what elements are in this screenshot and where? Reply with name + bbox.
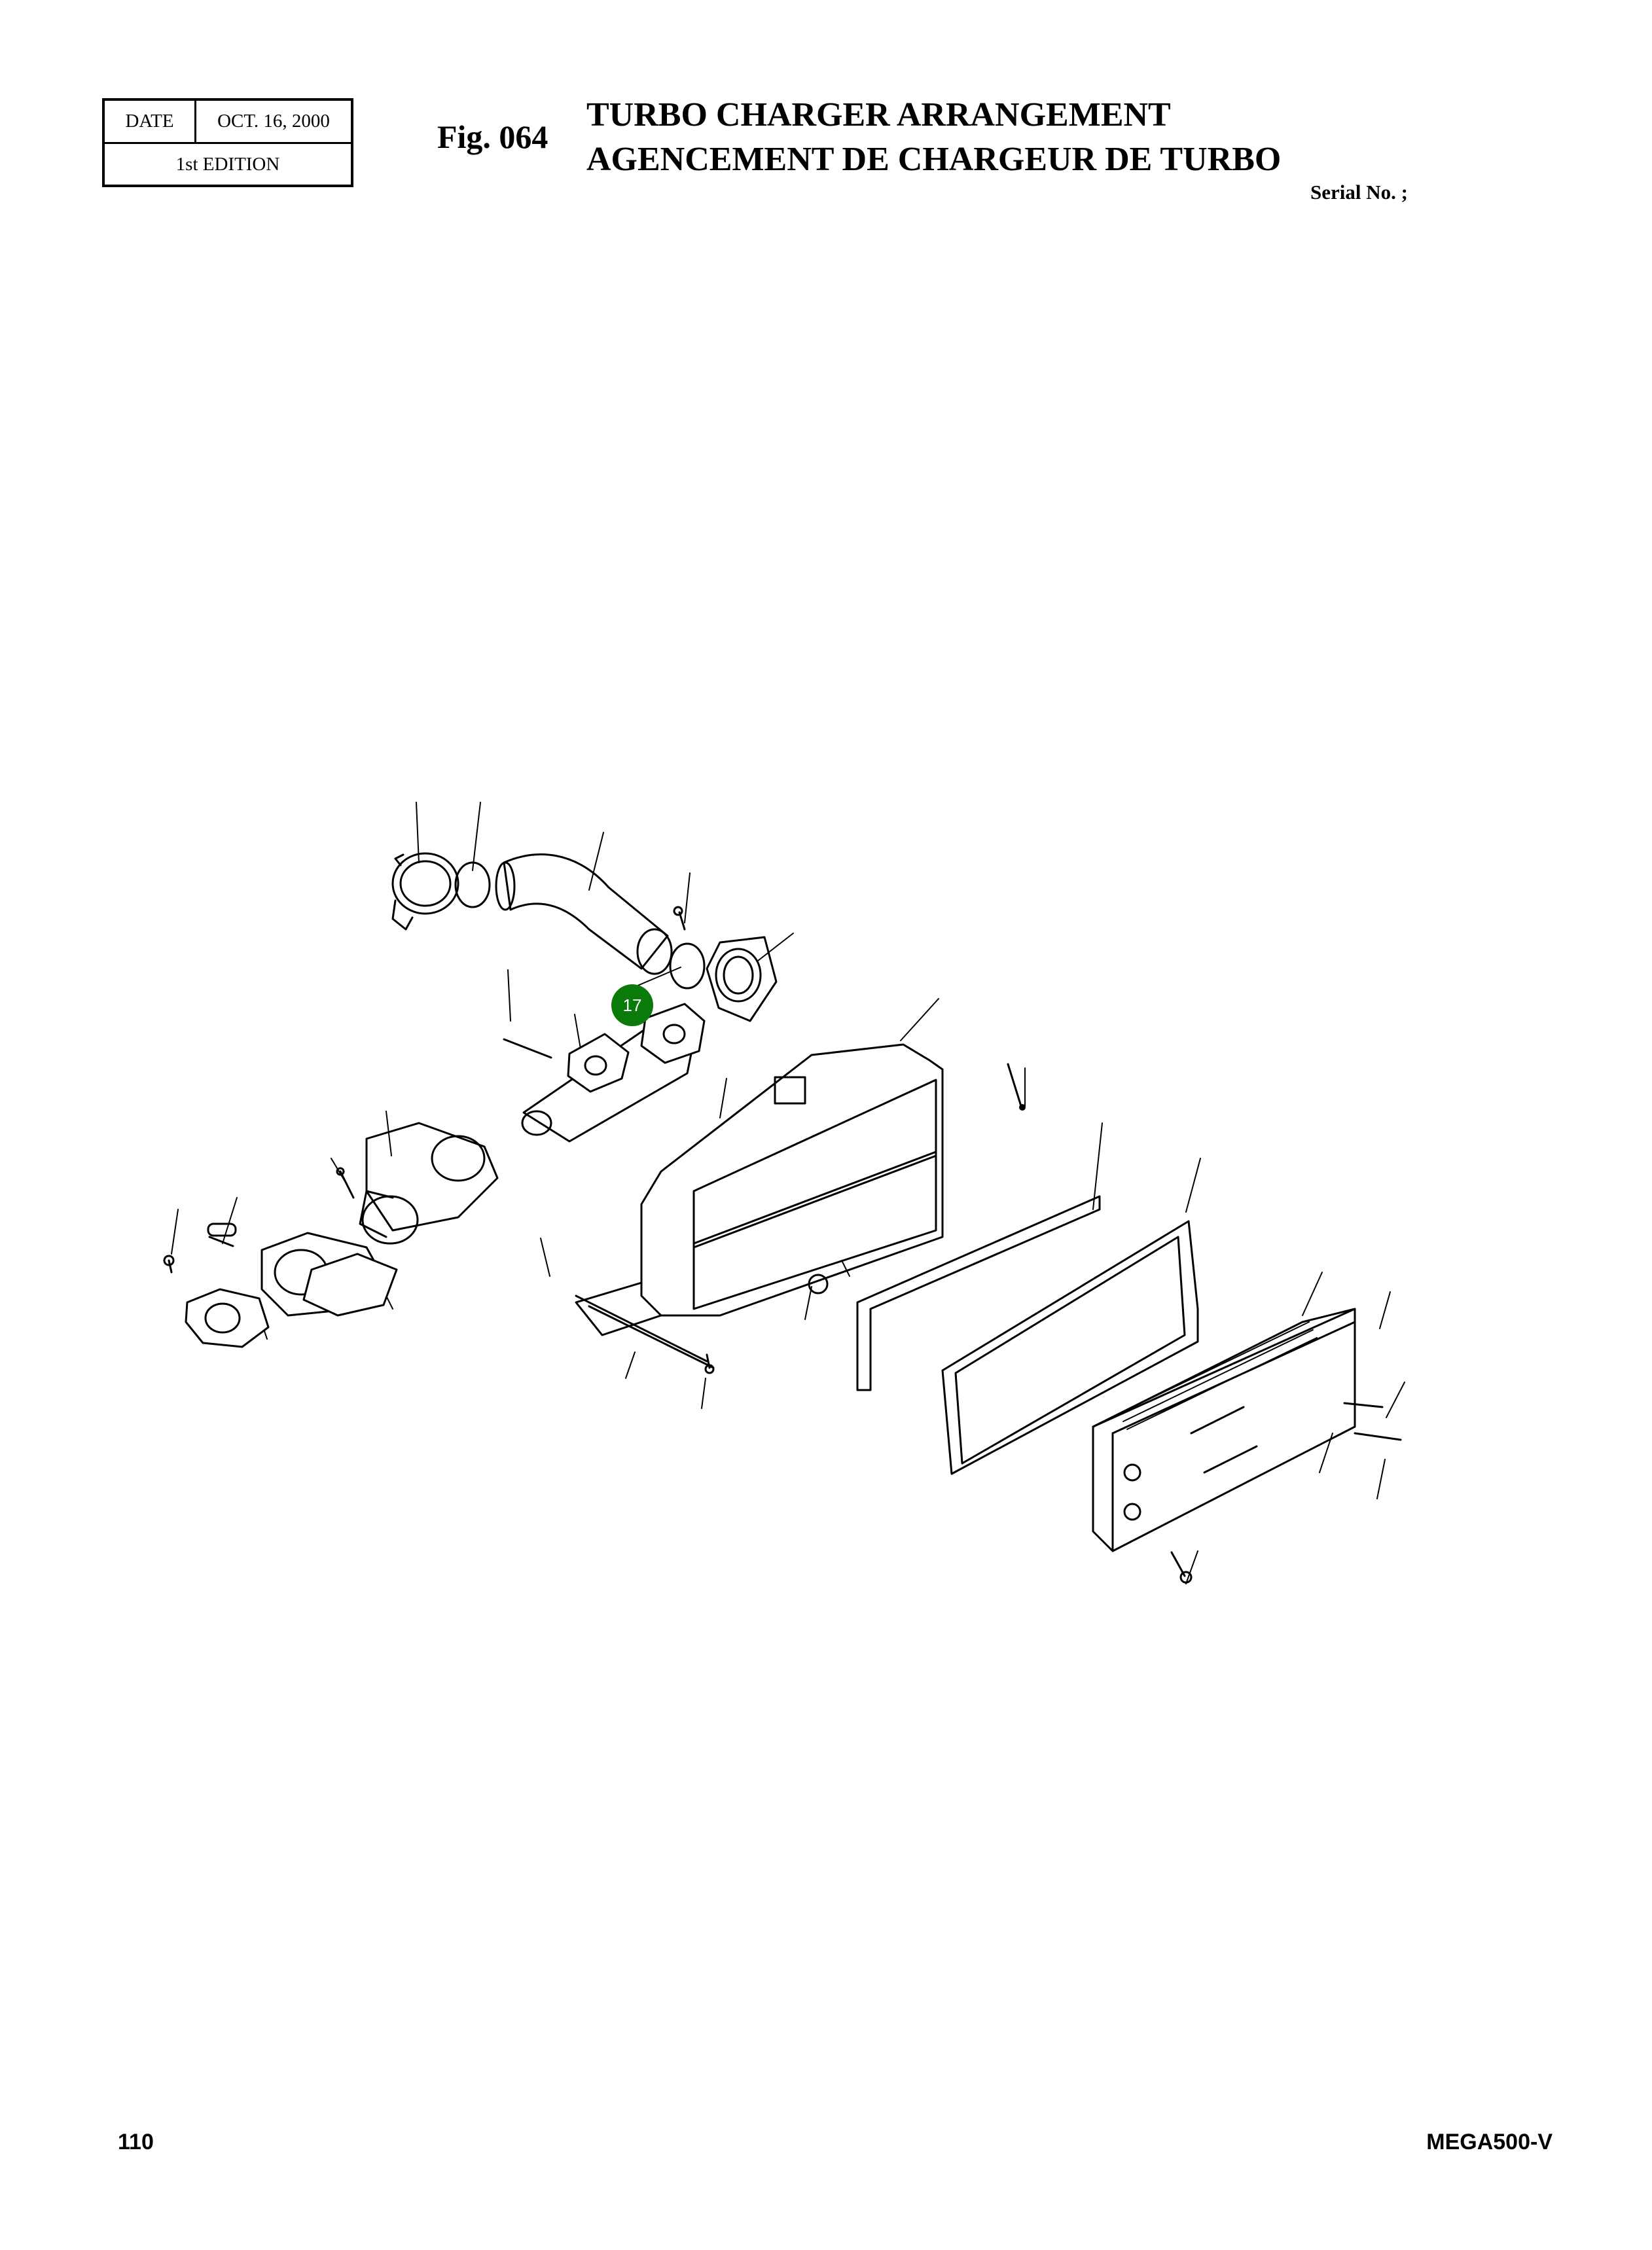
exhaust-elbow: [504, 1004, 704, 1141]
housing-gasket: [857, 1196, 1100, 1390]
date-label: DATE: [105, 101, 196, 142]
serial-number-label: Serial No. ;: [1310, 181, 1408, 204]
figure-number: Fig. 064: [437, 118, 548, 155]
date-row: DATE OCT. 16, 2000: [105, 101, 351, 144]
hose-clamp: [393, 853, 458, 929]
callout-badge-17[interactable]: 17: [611, 984, 653, 1026]
turbo-flange-housing: [707, 937, 776, 1021]
leader-lines: [171, 802, 1405, 1584]
edition-label: 1st EDITION: [175, 153, 280, 175]
page-title-french: AGENCEMENT DE CHARGEUR DE TURBO: [586, 141, 1282, 178]
intake-tube: [496, 855, 704, 988]
o-ring: [456, 863, 490, 907]
date-value: OCT. 16, 2000: [217, 111, 330, 132]
model-code: MEGA500-V: [1426, 2130, 1553, 2154]
core-gasket: [943, 1221, 1198, 1474]
manifold-flange: [164, 1224, 397, 1347]
aftercooler-housing: [576, 1045, 943, 1368]
date-edition-box: DATE OCT. 16, 2000 1st EDITION: [102, 98, 353, 187]
exhaust-manifold: [337, 1123, 497, 1243]
page-number: 110: [118, 2130, 154, 2154]
page-title-english: TURBO CHARGER ARRANGEMENT: [586, 96, 1171, 134]
aftercooler-core: [1093, 1309, 1401, 1551]
screws: [706, 1064, 1191, 1582]
bolt-group-upper: [674, 907, 685, 929]
